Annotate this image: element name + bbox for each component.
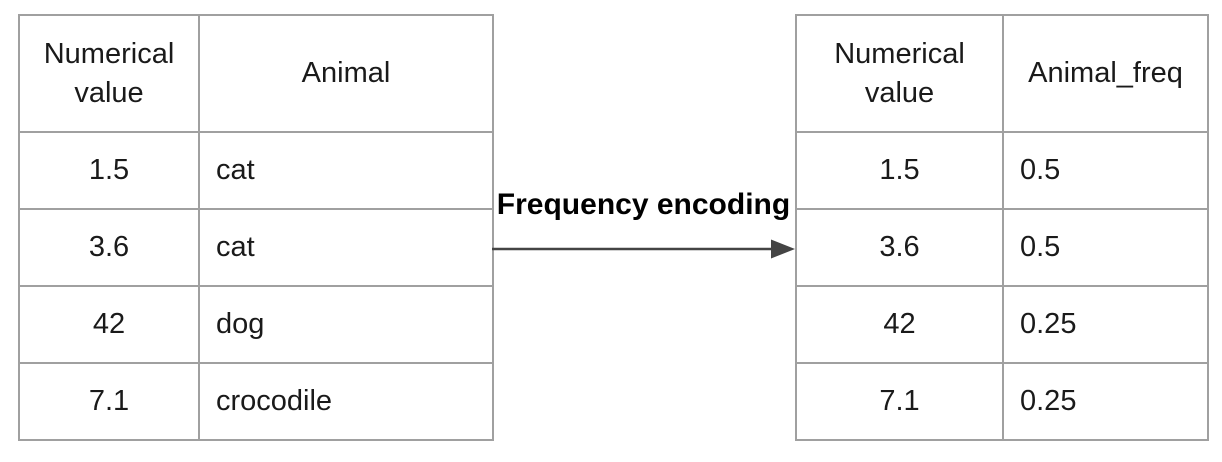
table-header-row: Numerical value Animal_freq	[795, 14, 1209, 133]
numeric-value-cell: 42	[18, 285, 200, 364]
numeric-value-cell: 3.6	[18, 208, 200, 287]
table-row: 3.6 cat	[18, 208, 494, 287]
freq-cell: 0.25	[1002, 362, 1209, 441]
numeric-value-cell: 7.1	[18, 362, 200, 441]
right-arrow-icon	[492, 239, 795, 259]
transform-zone: Frequency encoding	[492, 0, 795, 462]
table-row: 42 0.25	[795, 285, 1209, 364]
numeric-value-cell: 3.6	[795, 208, 1004, 287]
animal-cell: crocodile	[198, 362, 494, 441]
table-row: 1.5 cat	[18, 131, 494, 210]
table-row: 1.5 0.5	[795, 131, 1209, 210]
freq-cell: 0.5	[1002, 131, 1209, 210]
table-row: 7.1 0.25	[795, 362, 1209, 441]
numeric-value-cell: 1.5	[18, 131, 200, 210]
header-cell-animal-freq: Animal_freq	[1002, 14, 1209, 133]
header-cell-numerical-value: Numerical value	[795, 14, 1004, 133]
numeric-value-cell: 7.1	[795, 362, 1004, 441]
transform-label: Frequency encoding	[496, 188, 791, 221]
input-table: Numerical value Animal 1.5 cat 3.6 cat 4…	[18, 14, 494, 441]
header-cell-numerical-value: Numerical value	[18, 14, 200, 133]
table-header-row: Numerical value Animal	[18, 14, 494, 133]
animal-cell: cat	[198, 131, 494, 210]
freq-cell: 0.25	[1002, 285, 1209, 364]
animal-cell: cat	[198, 208, 494, 287]
animal-cell: dog	[198, 285, 494, 364]
header-cell-animal: Animal	[198, 14, 494, 133]
encoded-table: Numerical value Animal_freq 1.5 0.5 3.6 …	[795, 14, 1209, 441]
table-row: 42 dog	[18, 285, 494, 364]
numeric-value-cell: 1.5	[795, 131, 1004, 210]
numeric-value-cell: 42	[795, 285, 1004, 364]
table-row: 7.1 crocodile	[18, 362, 494, 441]
freq-cell: 0.5	[1002, 208, 1209, 287]
table-row: 3.6 0.5	[795, 208, 1209, 287]
